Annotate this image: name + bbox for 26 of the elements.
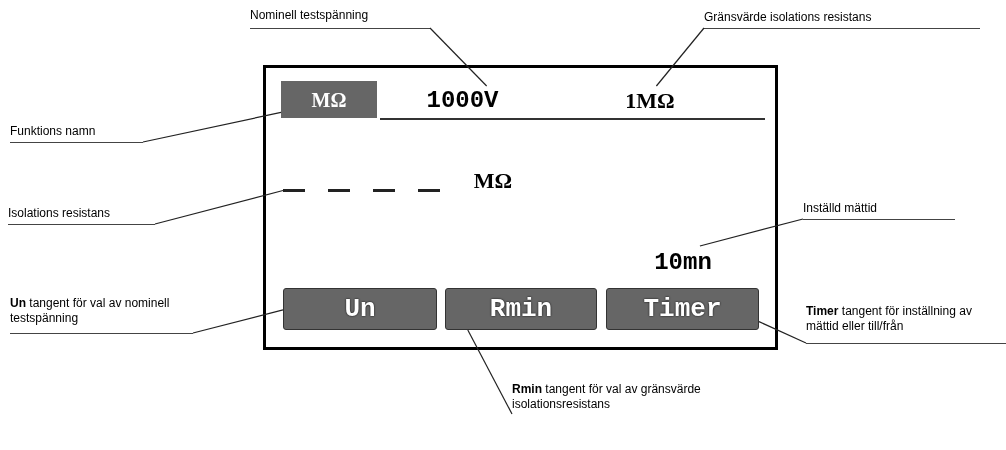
callout-text: Isolations resistans: [8, 206, 155, 225]
leader-line: [429, 27, 488, 87]
display-value: 10mn: [636, 246, 730, 280]
leader-line: [467, 329, 513, 415]
callout-text: Timer tangent för inställning av mättid eller till/från: [806, 304, 1006, 344]
display-unit: MΩ: [458, 166, 528, 196]
softkey-button: Un: [283, 288, 437, 330]
display-screen-frame: [263, 65, 778, 350]
display-value: 1000V: [410, 86, 515, 116]
leader-line: [699, 218, 804, 247]
dashed-reading-placeholder: [283, 189, 440, 192]
softkey-button: Timer: [606, 288, 759, 330]
display-unit: 1MΩ: [610, 86, 690, 116]
callout-text: Gränsvärde isolations resistans: [704, 10, 980, 29]
leader-line: [655, 27, 705, 87]
callout-text: Funktions namn: [10, 124, 143, 143]
leader-line: [192, 309, 284, 334]
leader-line: [142, 111, 282, 143]
callout-text: Nominell testspänning: [250, 8, 430, 29]
leader-line: [758, 321, 807, 344]
function-name-tag: MΩ: [281, 81, 377, 118]
callout-text: Inställd mättid: [803, 201, 955, 220]
leader-line: [154, 189, 284, 225]
softkey-button: Rmin: [445, 288, 597, 330]
callout-text: Rmin tangent för val av gränsvärde isolationsresistans: [512, 382, 712, 416]
callout-text: Un tangent för val av nominell testspänning: [10, 296, 193, 334]
